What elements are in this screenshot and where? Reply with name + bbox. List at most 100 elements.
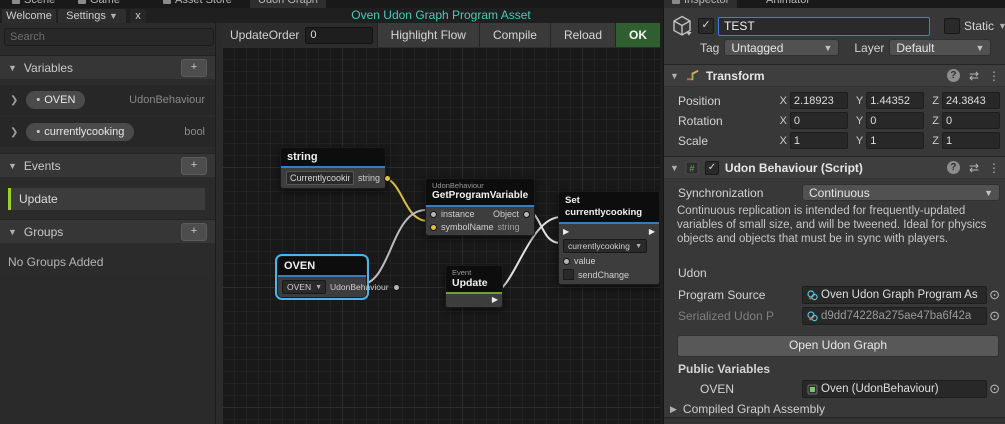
serialized-program-row: Serialized Udon P d9dd74228a275ae47ba6f4… [678,307,1000,325]
update-order-input[interactable] [305,26,374,44]
rotation-x-field[interactable] [789,112,848,129]
chevron-right-icon: ❯ [10,94,19,106]
foldout-caret-icon[interactable]: ▼ [670,70,679,81]
asset-store-icon [163,0,171,4]
add-variable-button[interactable]: + [181,58,207,77]
object-picker-icon[interactable]: ⊙ [989,287,1000,302]
tab-scene[interactable]: Scene [4,0,63,8]
static-dropdown-icon[interactable]: ▼ [998,21,1005,31]
node-get-program-variable[interactable]: UdonBehaviour GetProgramVariable instanc… [425,178,535,236]
help-icon[interactable]: ? [946,69,960,82]
instance-input-port[interactable] [430,210,437,218]
foldout-collapsed-icon[interactable]: ▶ [670,403,677,414]
symbolname-input-port[interactable] [430,223,437,231]
transform-header[interactable]: ▼ Transform ? ⇄ ⋮ [664,64,1005,87]
x-axis-label: X [779,114,787,127]
synchronization-dropdown[interactable]: Continuous▼ [802,184,1000,201]
layer-label: Layer [854,40,885,55]
object-picker-icon[interactable]: ⊙ [989,308,1000,323]
position-z-field[interactable] [942,92,1000,109]
node-string[interactable]: string string [280,147,392,189]
presets-icon[interactable]: ⇄ [968,68,979,83]
open-udon-graph-button[interactable]: Open Udon Graph [677,335,999,357]
scale-z-field[interactable] [942,132,1000,149]
rotation-z-field[interactable] [942,112,1000,129]
tag-label: Tag [700,40,720,55]
compiled-graph-row[interactable]: ▶ Compiled Graph Assembly [670,402,825,416]
sendchange-checkbox[interactable] [563,269,574,280]
object-picker-icon[interactable]: ⊙ [989,381,1000,396]
tab-inspector[interactable]: Inspector [664,0,738,8]
tag-dropdown[interactable]: Untagged▼ [724,39,840,56]
public-variable-field[interactable]: Oven (UdonBehaviour) [802,380,988,398]
variable-pill[interactable]: •OVEN [26,91,86,109]
variable-type: UdonBehaviour [129,94,205,106]
active-checkbox[interactable]: ✓ [698,18,714,34]
ok-button[interactable]: OK [615,23,660,47]
search-input[interactable] [4,28,214,46]
variable-row-currentlycooking[interactable]: ❯ •currentlycooking bool [0,117,215,147]
presets-icon[interactable]: ⇄ [968,160,979,175]
variable-pill[interactable]: •currentlycooking [26,123,135,141]
scale-y-field[interactable] [866,132,925,149]
node-set-currentlycooking[interactable]: Set currentlycooking ▶ ▶ currentlycookin… [558,191,660,285]
position-x-field[interactable] [789,92,848,109]
output-label: UdonBehaviour [330,282,389,292]
tab-animator[interactable]: Animator [758,0,818,8]
tab-game[interactable]: Game [70,0,128,8]
foldout-caret-icon[interactable]: ▼ [670,162,679,173]
string-output-port[interactable] [384,174,392,182]
graph-canvas[interactable]: string string UdonBehaviour GetProgramVa… [222,47,660,424]
flow-out-port[interactable]: ▶ [648,227,655,236]
udon-behaviour-header[interactable]: ▼ # ✓ Udon Behaviour (Script) ? ⇄ ⋮ [664,156,1005,179]
kebab-menu-icon[interactable]: ⋮ [988,68,1000,83]
variable-dropdown[interactable]: currentlycooking ▼ [563,239,647,253]
variable-row-oven[interactable]: ❯ •OVEN UdonBehaviour [0,85,215,115]
gameobject-name-field[interactable] [718,16,930,36]
groups-section-header[interactable]: ▼ Groups + [0,219,215,243]
add-group-button[interactable]: + [181,222,207,241]
node-update[interactable]: Event Update ▶ [445,265,503,308]
object-output-port[interactable] [523,210,530,218]
events-section-header[interactable]: ▼ Events + [0,153,215,177]
output-label: Object [492,209,519,219]
kebab-menu-icon[interactable]: ⋮ [988,160,1000,175]
add-event-button[interactable]: + [181,156,207,175]
node-oven[interactable]: OVEN OVEN ▼ UdonBehaviour [277,256,400,298]
synchronization-row: Synchronization Continuous▼ [678,184,1000,201]
flow-in-port[interactable]: ▶ [563,227,570,236]
help-icon[interactable]: ? [946,161,960,174]
highlight-flow-button[interactable]: Highlight Flow [376,23,479,47]
tab-welcome[interactable]: Welcome [2,9,56,23]
node-title: Set currentlycooking [559,192,659,224]
cube-icon[interactable] [670,14,694,38]
oven-output-port[interactable] [392,283,400,291]
rotation-y-field[interactable] [866,112,925,129]
svg-text:#: # [689,163,694,173]
static-checkbox[interactable]: ✓ [944,18,960,34]
serialized-field[interactable]: d9dd74228a275ae47ba6f42a [802,307,988,325]
program-source-field[interactable]: Oven Udon Graph Program As [802,286,988,304]
flow-out-port[interactable]: ▶ [491,295,498,304]
event-item-update[interactable]: Update [8,188,205,210]
string-value-input[interactable] [286,171,354,185]
tab-settings[interactable]: Settings ▼ [58,9,126,23]
value-input-port[interactable] [563,257,570,265]
reload-button[interactable]: Reload [549,23,615,47]
tab-asset-store[interactable]: Asset Store [155,0,240,8]
position-y-field[interactable] [866,92,925,109]
tab-udon-graph[interactable]: Udon Graph [250,0,326,8]
udonbehaviour-icon [807,384,818,394]
component-enabled-checkbox[interactable]: ✓ [704,160,719,175]
compile-button[interactable]: Compile [478,23,550,47]
scale-x-field[interactable] [789,132,848,149]
chevron-down-icon: ▼ [108,11,118,21]
foldout-caret-icon: ▼ [8,62,17,73]
wire-oven-to-instance[interactable] [358,209,427,286]
variables-section-header[interactable]: ▼ Variables + [0,55,215,79]
scale-row: Scale X Y Z [678,132,1000,149]
oven-dropdown[interactable]: OVEN ▼ [282,280,326,294]
tab-close[interactable]: x [130,9,146,23]
udon-graph-tabbar: Welcome Settings ▼ x Oven Udon Graph Pro… [0,8,660,23]
layer-dropdown[interactable]: Default▼ [889,39,992,56]
